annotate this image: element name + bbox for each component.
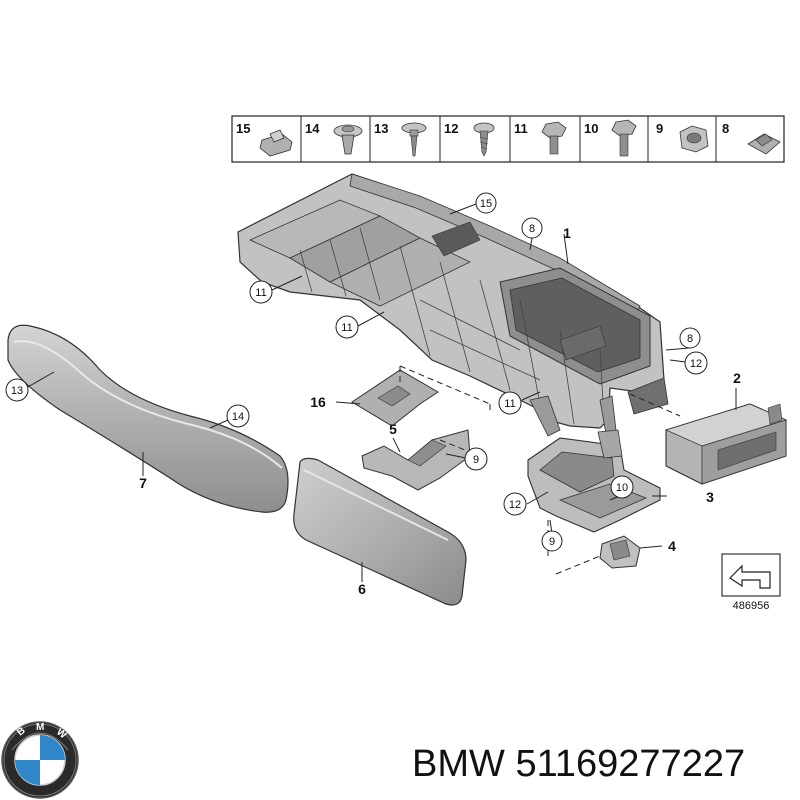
callout-3: 3 (706, 489, 714, 505)
orientation-arrow-icon (729, 564, 771, 589)
cover-plate (351, 369, 439, 427)
svg-text:11: 11 (341, 322, 352, 334)
callout-6: 6 (358, 581, 366, 597)
svg-text:13: 13 (11, 385, 23, 397)
hex-nut-icon (679, 125, 709, 153)
svg-text:12: 12 (509, 499, 521, 511)
part-caption: BMW 51169277227 (412, 736, 792, 792)
panel-num-12: 12 (444, 121, 458, 136)
bmw-roundel-icon: B M W (1, 721, 79, 799)
callout-11-left: 11 (249, 280, 273, 304)
callout-9-low: 9 (541, 530, 563, 552)
callout-2: 2 (733, 370, 741, 386)
callout-13-trim: 13 (5, 378, 29, 402)
svg-text:9: 9 (473, 454, 479, 466)
push-rivet-icon (333, 124, 363, 155)
electronic-module (664, 403, 788, 485)
svg-text:11: 11 (504, 398, 515, 410)
svg-text:14: 14 (232, 411, 244, 423)
brand-name: BMW (412, 743, 505, 785)
svg-text:8: 8 (529, 223, 535, 235)
base-bracket (527, 429, 661, 533)
callout-15-top: 15 (475, 192, 497, 214)
fastener-panel: 15 14 13 12 11 10 9 8 (231, 115, 785, 163)
callout-12-right: 12 (684, 351, 708, 375)
panel-num-10: 10 (584, 121, 598, 136)
svg-text:15: 15 (480, 198, 492, 210)
panel-num-13: 13 (374, 121, 388, 136)
callout-9-bracket: 9 (464, 447, 488, 471)
console-frame (237, 173, 669, 437)
hex-bolt-icon (541, 121, 567, 155)
mounting-bracket (361, 429, 471, 491)
panel-num-9: 9 (656, 121, 663, 136)
diagram-id: 486956 (733, 600, 770, 612)
trim-panel-short (293, 457, 467, 606)
panel-num-14: 14 (305, 121, 320, 136)
callout-8-right: 8 (679, 327, 701, 349)
callout-11-low: 11 (498, 391, 522, 415)
svg-text:M: M (36, 722, 44, 733)
panel-num-15: 15 (236, 121, 250, 136)
small-bracket (599, 535, 641, 569)
callout-10: 10 (610, 475, 634, 499)
leader-lines (25, 203, 737, 582)
hex-bolt-long-icon (611, 119, 637, 157)
clip-icon (259, 129, 293, 157)
callout-5: 5 (389, 421, 397, 437)
callout-16: 16 (310, 394, 326, 410)
self-tapping-screw-icon (473, 122, 495, 157)
orientation-arrow-box: 486956 (721, 553, 781, 612)
svg-text:12: 12 (690, 358, 702, 370)
callout-11-mid: 11 (335, 315, 359, 339)
svg-text:9: 9 (549, 536, 555, 548)
callout-12-low: 12 (503, 492, 527, 516)
speed-nut-icon (747, 133, 781, 155)
collar-screw-icon (401, 122, 427, 157)
svg-text:8: 8 (687, 333, 693, 345)
callout-4: 4 (668, 538, 676, 554)
callout-7: 7 (139, 475, 147, 491)
callout-8-top: 8 (521, 217, 543, 239)
part-number: 51169277227 (515, 743, 746, 785)
callout-1: 1 (563, 225, 571, 241)
trim-panel-long (7, 324, 289, 513)
panel-num-8: 8 (722, 121, 729, 136)
svg-text:10: 10 (616, 482, 628, 494)
callout-14-trim: 14 (226, 404, 250, 428)
panel-num-11: 11 (514, 121, 528, 136)
svg-text:11: 11 (255, 287, 266, 299)
